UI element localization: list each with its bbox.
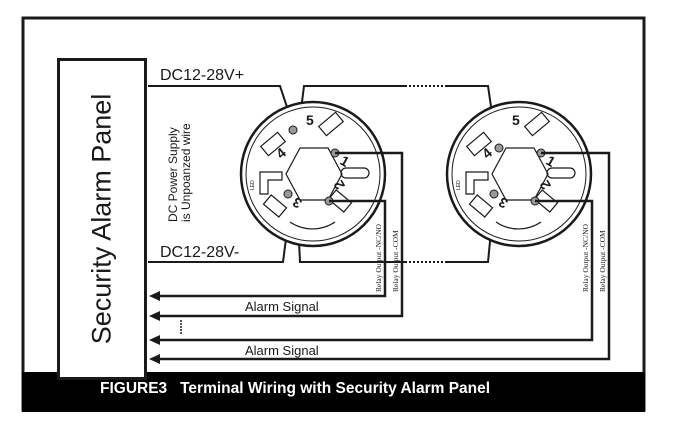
terminal-5-left: 5 — [306, 112, 314, 128]
relay-com-label-right: Relay Output -COM — [598, 230, 607, 292]
terminal-5-right: 5 — [512, 112, 520, 128]
arrow-icon — [149, 335, 160, 345]
power-note-line2: is Unpoanzed wire — [179, 123, 193, 222]
led-label-left: LED — [250, 180, 256, 190]
figure-title: Terminal Wiring with Security Alarm Pane… — [180, 380, 491, 397]
signal-arrows — [149, 291, 160, 364]
alarm-signal-label-2: Alarm Signal — [245, 343, 319, 358]
power-note-line1: DC Power Supply — [166, 127, 180, 222]
dc-negative-label: DC12-28V- — [160, 244, 239, 261]
led-label-right: LED — [456, 180, 462, 190]
arrow-icon — [149, 291, 160, 301]
relay-nc-no-label-left: Relay Output -NC/NO — [374, 224, 383, 292]
security-alarm-panel — [57, 58, 147, 380]
relay-com-label-left: Relay Output -COM — [391, 230, 400, 292]
arrow-icon — [149, 354, 160, 364]
detector-base-left: 5 4 1 2 3 LED — [239, 100, 387, 248]
figure-caption: FIGURE3 Terminal Wiring with Security Al… — [100, 380, 490, 398]
relay-wires — [158, 151, 611, 361]
dc-positive-label: DC12-28V+ — [160, 67, 244, 84]
alarm-signal-label-1: Alarm Signal — [245, 299, 319, 314]
detector-base-right: 5 4 1 2 3 LED — [445, 100, 593, 248]
figure-number: FIGURE3 — [100, 380, 168, 397]
arrow-icon — [149, 311, 160, 321]
panel-label: Security Alarm Panel — [86, 93, 117, 345]
relay-nc-no-label-right: Relay Output -NC/NO — [581, 224, 590, 292]
